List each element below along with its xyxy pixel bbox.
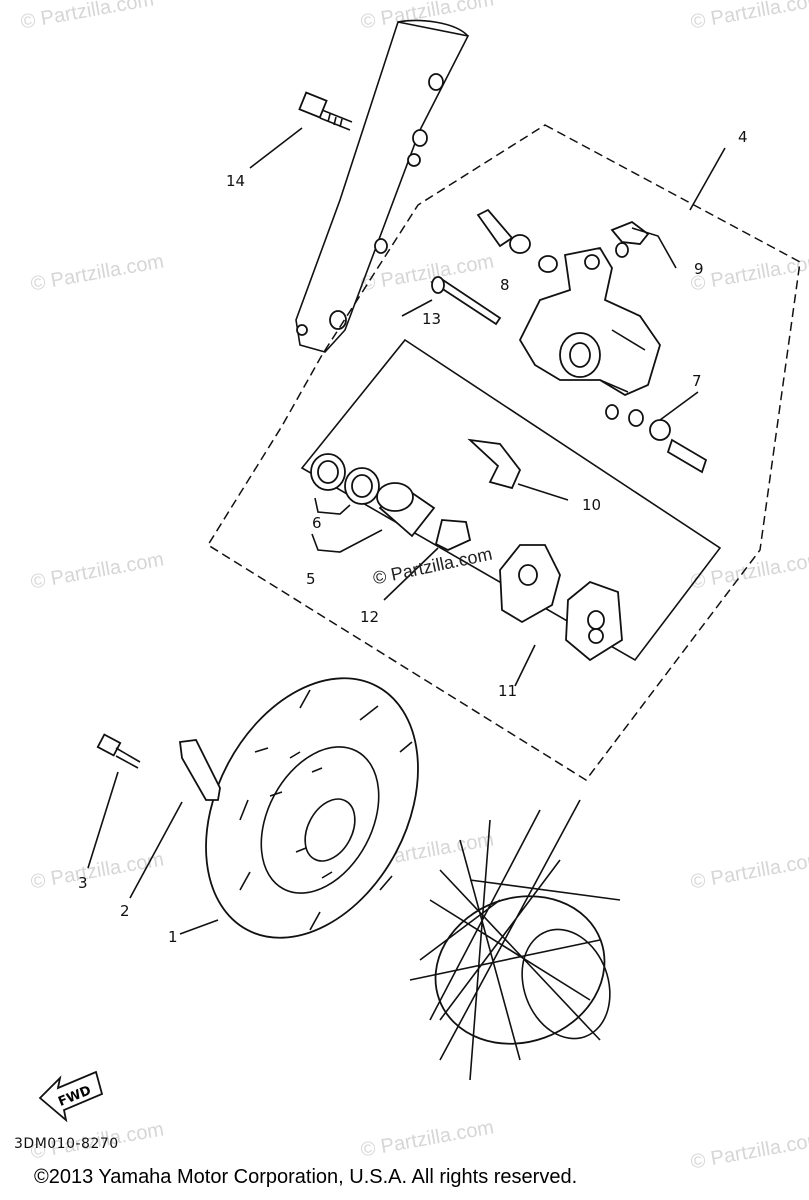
copyright-notice: ©2013 Yamaha Motor Corporation, U.S.A. A…: [34, 1166, 578, 1188]
callout-12: 12: [360, 608, 379, 626]
bolt-3: [87, 733, 141, 869]
callout-6: 6: [312, 514, 322, 532]
wheel-hub: [409, 799, 621, 1081]
fwd-arrow: FWD: [38, 1070, 104, 1123]
callout-7: 7: [692, 372, 702, 390]
callout-10: 10: [582, 496, 601, 514]
sleeve-8: [476, 208, 558, 273]
callout-14: 14: [226, 172, 245, 190]
lock-plate-2: [129, 739, 221, 899]
callout-3: 3: [78, 874, 88, 892]
pin-13: [401, 276, 502, 326]
pad-spring-10: [467, 438, 569, 501]
pad-group-outline: [300, 338, 722, 662]
callout-11: 11: [498, 682, 517, 700]
bleeder-9: [610, 220, 677, 269]
diagram-code: 3DM010-8270: [14, 1136, 119, 1152]
brake-disc-1: [179, 677, 419, 939]
caliper-body: [518, 246, 661, 397]
callout-9: 9: [694, 260, 704, 278]
piston-5: [311, 482, 436, 553]
brake-pads-11: [499, 544, 623, 687]
callout-1: 1: [168, 928, 178, 946]
callout-8: 8: [500, 276, 510, 294]
callout-13: 13: [422, 310, 441, 328]
callout-2: 2: [120, 902, 130, 920]
bolt-7: [605, 391, 708, 474]
callout-5: 5: [306, 570, 316, 588]
bolt-14: [249, 91, 353, 169]
seals-6: [310, 453, 380, 515]
pad-support-12: [383, 519, 472, 601]
fork-leg: [295, 19, 470, 353]
caliper-assembly-outline: [206, 124, 801, 781]
callout-4: 4: [738, 128, 748, 146]
